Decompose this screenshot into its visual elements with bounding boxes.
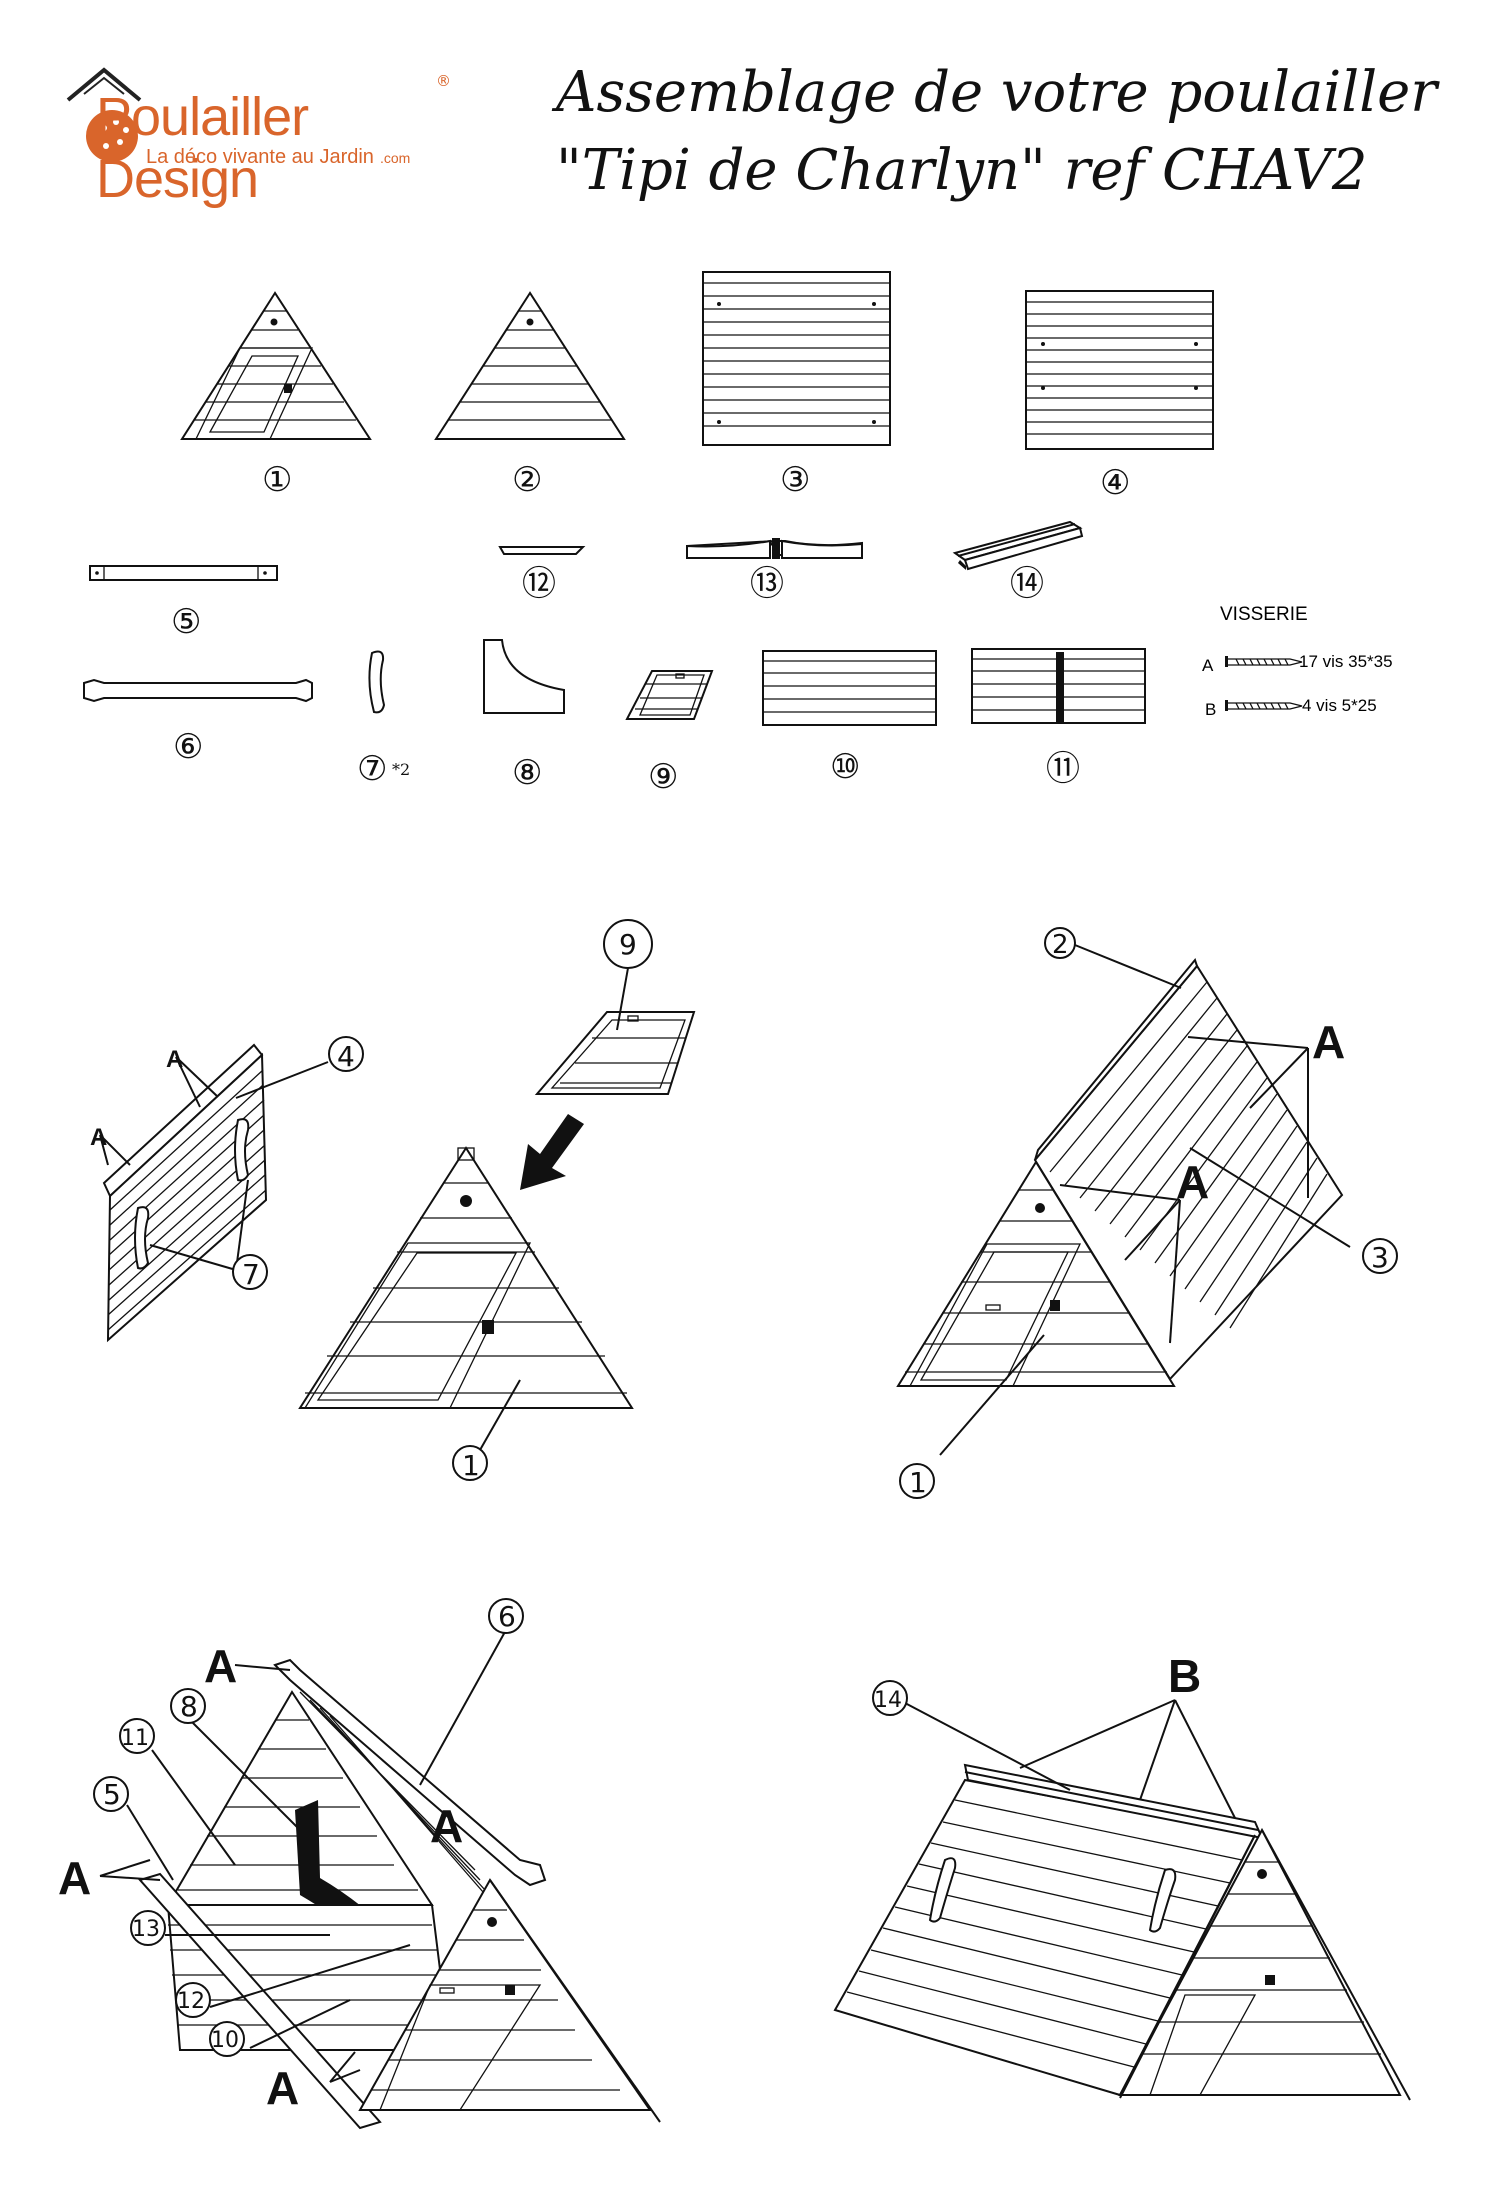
visserie-heading: VISSERIE [1220,604,1308,625]
step1-label-7: 7 [242,1258,260,1291]
step1-screw-a-upper: A [166,1046,183,1073]
visserie-item-a-desc: 17 vis 35*35 [1299,652,1393,671]
part-label-5: ⑤ [171,602,201,642]
step3-screw-a-left: A [58,1852,91,1904]
part-label-13: ⑬ [750,564,784,604]
part-label-8: ⑧ [512,753,542,793]
part-5-bar [89,565,278,581]
logo-house-icon [66,67,142,162]
step3-label-13: 13 [132,1917,160,1942]
page-title-line1: Assemblage de votre poulailler [556,60,1438,125]
part-8-nest-side [483,639,565,714]
part-1-gable-with-door [180,291,372,440]
step4-screw-b: B [1168,1650,1201,1702]
logo-registered-mark: ® [436,72,451,90]
step3-label-11: 11 [121,1726,149,1751]
visserie-item-a-letter: A [1202,656,1214,675]
part-3-panel [702,271,891,446]
step2-label-3: 3 [1371,1241,1389,1274]
visserie-item-b-desc: 4 vis 5*25 [1302,696,1377,715]
step2-label-1: 1 [909,1466,927,1499]
part-6-rail [83,678,313,703]
step-3-illustration [93,1598,661,2130]
page-title-line2: "Tipi de Charlyn" ref CHAV2 [556,138,1368,203]
part-13-support [686,538,863,559]
part-7-quantity: *2 [392,760,410,779]
part-2-gable [434,291,626,440]
step3-label-5: 5 [103,1778,121,1811]
step1-label-1: 1 [462,1449,480,1482]
part-label-7: ⑦ [357,749,387,789]
screw-a-icon [1225,656,1303,667]
part-label-4: ④ [1100,463,1130,503]
part-label-12: ⑫ [522,564,556,604]
part-label-14: ⑭ [1010,564,1044,604]
step-4-illustration [833,1680,1411,2101]
part-14-ridge-cap [952,520,1084,571]
step2-label-2: 2 [1052,930,1069,960]
part-label-3: ③ [780,460,810,500]
step1-label-9: 9 [619,928,637,961]
part-12-strip [498,546,586,555]
screw-b-icon [1225,700,1303,711]
part-label-9: ⑨ [648,757,678,797]
step4-label-14: 14 [874,1688,902,1713]
step2-screw-a-lower: A [1176,1156,1209,1208]
step-1-illustration [99,919,696,1481]
step3-label-10: 10 [211,2028,239,2053]
part-label-1: ① [262,460,292,500]
part-4-panel [1025,290,1214,450]
part-7-handle [368,650,386,714]
step3-label-8: 8 [180,1690,198,1723]
step2-screw-a-upper: A [1312,1016,1345,1068]
visserie-item-b-letter: B [1205,700,1217,719]
step3-screw-a-mid: A [430,1800,463,1852]
step-2-illustration [896,927,1398,1499]
step1-screw-a-lower: A [90,1124,107,1151]
part-9-hatch [625,670,714,720]
part-label-10: ⑩ [830,747,860,787]
part-10-panel [762,650,937,726]
part-label-11: ⑪ [1046,749,1080,789]
step3-label-12: 12 [177,1989,205,2014]
step3-screw-a-top: A [204,1640,237,1692]
part-11-panel [971,648,1146,724]
part-label-2: ② [512,460,542,500]
logo-tagline: La déco vivante au Jardin.com [146,146,411,168]
step3-label-6: 6 [498,1600,516,1633]
step1-label-4: 4 [337,1040,355,1073]
brand-logo: Poulailler Design ® La déco vivante au J… [54,62,454,209]
logo-brand-text: Poulailler Design [96,87,309,209]
part-label-6: ⑥ [173,727,203,767]
step3-screw-a-bottom: A [266,2062,299,2114]
